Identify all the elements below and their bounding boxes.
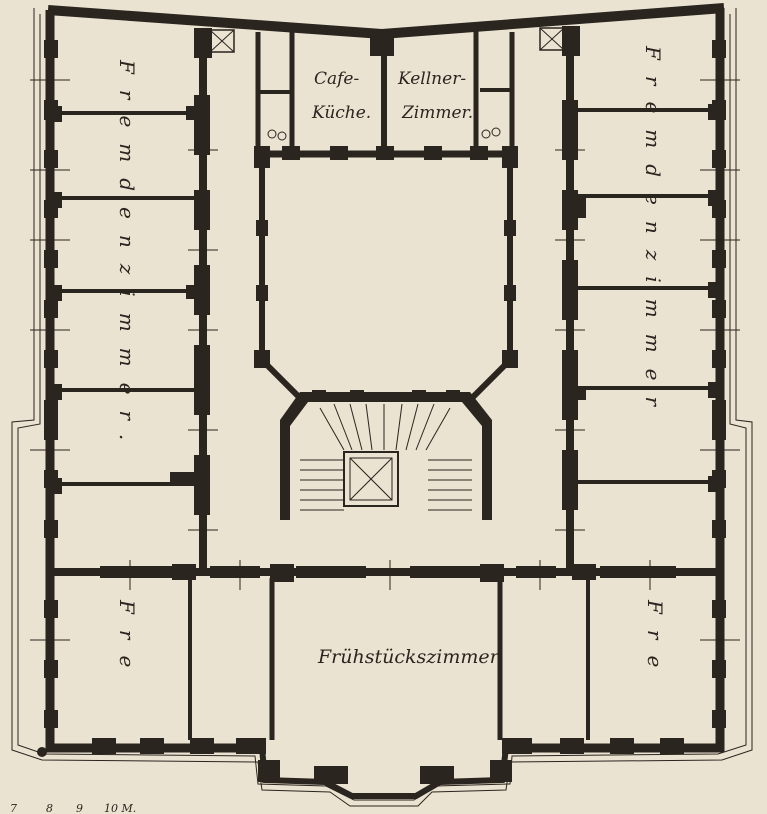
scale-label-10m: 10 M. [104,802,136,814]
room-partitions [58,108,712,740]
partition-joints [46,104,724,494]
breakfast-room-label: Frühstückszimmer. [317,646,503,668]
scale-label-9: 9 [76,802,83,814]
left-wing-upper-label: Fremdenzimmer. [115,59,139,456]
right-wing-upper-label: Fremdenzimmer [641,45,665,422]
left-wing-lower-label: Fre [115,599,139,683]
window-piers [37,40,726,784]
room-labels: Cafe- Küche. Kellner- Zimmer. Frühstücks… [115,45,667,683]
waiter-room-label-line1: Kellner- [397,69,466,89]
staircase [280,390,492,520]
cafe-kitchen-label-line1: Cafe- [314,69,359,89]
scale-label-7: 7 [10,802,17,814]
opening-ticks [30,79,740,641]
facade-outline [11,8,753,807]
right-wing-lower-label: Fre [643,599,667,683]
corridor-piers [100,26,676,582]
service-rooms [209,27,565,150]
scale-label-8: 8 [46,802,53,814]
cafe-kitchen-label-line2: Küche. [311,103,371,123]
waiter-room-label-line2: Zimmer. [401,103,473,123]
scale-bar: 7 8 9 10 M. [10,802,136,814]
